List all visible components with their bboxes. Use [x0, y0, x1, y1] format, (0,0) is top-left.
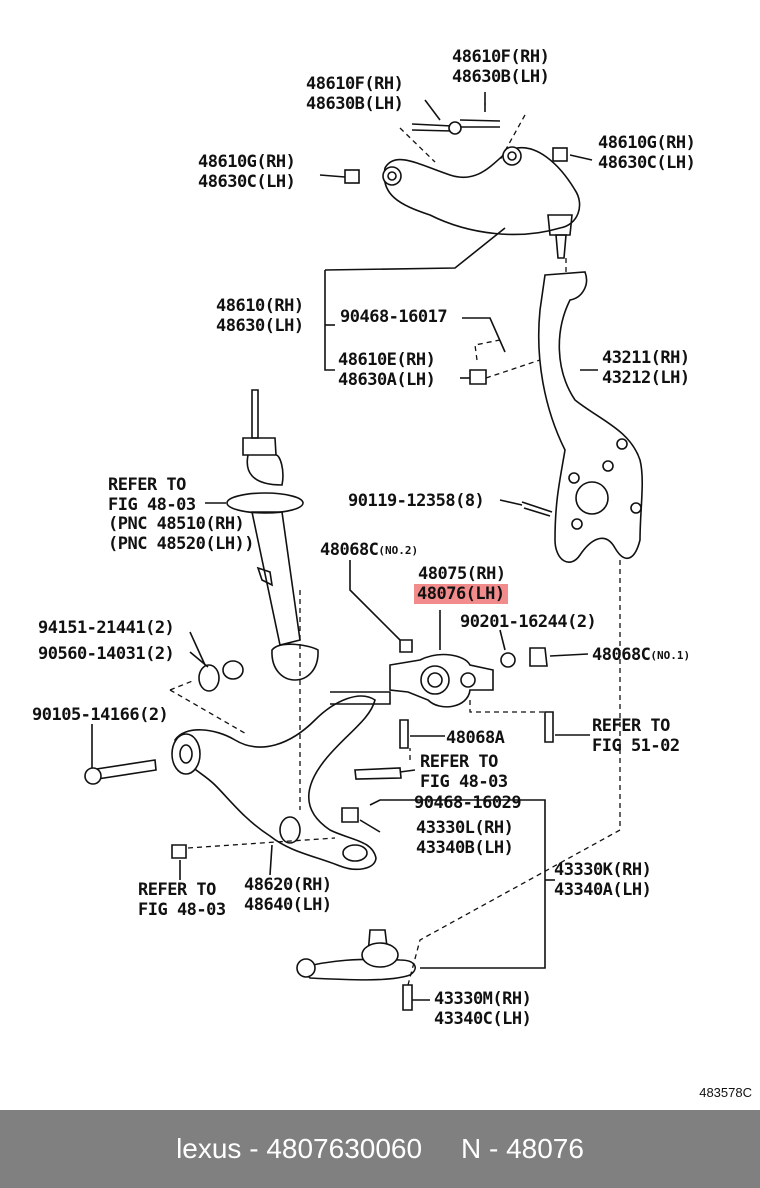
label-48068c-no2: 48068C(NO.2): [320, 540, 419, 560]
label-90468-16017: 90468-16017: [340, 307, 448, 327]
label-48620-rh: 48620(RH): [244, 875, 332, 895]
label-48630b-lh-a: 48630B(LH): [452, 67, 550, 87]
label-refer-to-c: REFER TO: [420, 752, 498, 772]
footer-sep: -: [241, 1133, 267, 1164]
label-94151-21441: 94151-21441(2): [38, 618, 175, 638]
label-48630-lh: 48630(LH): [216, 316, 304, 336]
label-48610g-rh-b: 48610G(RH): [198, 152, 296, 172]
label-fig-48-03-c: FIG 48-03: [420, 772, 508, 792]
footer-bar: lexus - 4807630060 N - 48076: [0, 1110, 760, 1188]
footer-gap: [422, 1133, 461, 1164]
label-refer-to-b: REFER TO: [592, 716, 670, 736]
footer-brand: lexus: [176, 1133, 242, 1164]
label-48610f-rh-b: 48610F(RH): [306, 74, 404, 94]
label-refer-to-a: REFER TO: [108, 475, 186, 495]
label-48630a-lh: 48630A(LH): [338, 370, 436, 390]
label-90105-14166: 90105-14166(2): [32, 705, 169, 725]
label-43340b-lh: 43340B(LH): [416, 838, 514, 858]
footer-ref: N - 48076: [460, 1133, 584, 1164]
label-refer-to-d: REFER TO: [138, 880, 216, 900]
label-pnc-48520: (PNC 48520(LH)): [108, 534, 255, 554]
label-48640-lh: 48640(LH): [244, 895, 332, 915]
label-48068a: 48068A: [446, 728, 505, 748]
illustration-code: 483578C: [699, 1085, 752, 1100]
label-90201-16244: 90201-16244(2): [460, 612, 597, 632]
label-48630b-lh-b: 48630B(LH): [306, 94, 404, 114]
label-90560-14031: 90560-14031(2): [38, 644, 175, 664]
label-48610f-rh-a: 48610F(RH): [452, 47, 550, 67]
label-48630c-lh-b: 48630C(LH): [198, 172, 296, 192]
label-43212-lh: 43212(LH): [602, 368, 690, 388]
footer-part-number: 4807630060: [266, 1133, 423, 1164]
label-90468-16029: 90468-16029: [414, 793, 522, 813]
label-43211-rh: 43211(RH): [602, 348, 690, 368]
suspension-diagram: [84, 92, 644, 1011]
label-48610-rh: 48610(RH): [216, 296, 304, 316]
label-48076-lh-highlighted: 48076(LH): [414, 584, 508, 604]
label-48068c-no1: 48068C(NO.1): [592, 645, 691, 665]
label-48610e-rh: 48610E(RH): [338, 350, 436, 370]
label-43330l-rh: 43330L(RH): [416, 818, 514, 838]
label-fig-48-03-a: FIG 48-03: [108, 495, 196, 515]
label-43340a-lh: 43340A(LH): [554, 880, 652, 900]
label-fig-51-02: FIG 51-02: [592, 736, 680, 756]
label-pnc-48510: (PNC 48510(RH): [108, 514, 245, 534]
label-90119-12358: 90119-12358(8): [348, 491, 485, 511]
label-48630c-lh-a: 48630C(LH): [598, 153, 696, 173]
label-48610g-rh-a: 48610G(RH): [598, 133, 696, 153]
label-43340c-lh: 43340C(LH): [434, 1009, 532, 1029]
label-48075-rh: 48075(RH): [418, 564, 506, 584]
label-43330k-rh: 43330K(RH): [554, 860, 652, 880]
label-fig-48-03-d: FIG 48-03: [138, 900, 226, 920]
label-43330m-rh: 43330M(RH): [434, 989, 532, 1009]
